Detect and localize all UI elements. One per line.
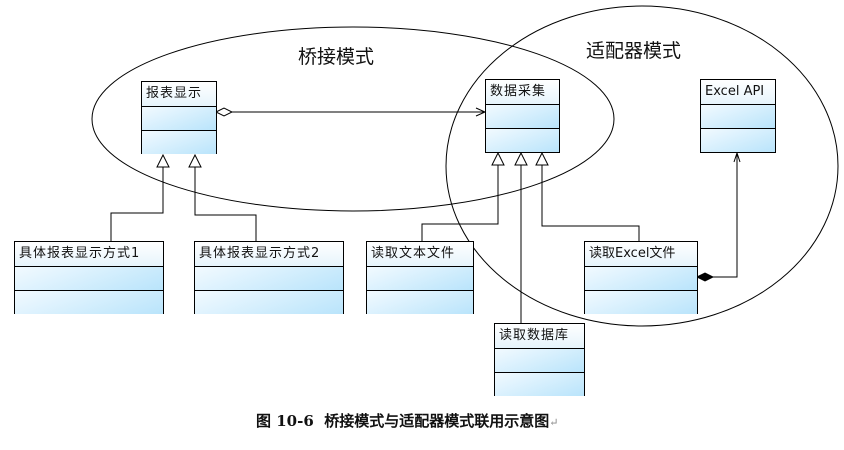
bridge-pattern-ellipse: [91, 26, 615, 212]
filled-diamond-icon: [695, 272, 715, 282]
hollow-diamond-icon: [214, 107, 234, 117]
attributes-section: [142, 107, 216, 131]
hollow-triangle-icon: [535, 151, 549, 166]
composition-relation: [695, 151, 741, 282]
class-report-impl-2[interactable]: 具体报表显示方式2: [194, 241, 344, 314]
operations-section: [195, 291, 343, 314]
class-name: Excel API: [701, 80, 775, 105]
attributes-section: [367, 267, 473, 291]
class-name: 读取文本文件: [367, 242, 473, 267]
hollow-triangle-icon: [188, 153, 202, 168]
class-read-excel-file[interactable]: 读取Excel文件: [584, 241, 698, 314]
attributes-section: [15, 267, 163, 291]
class-name: 数据采集: [486, 80, 559, 105]
class-report-impl-1[interactable]: 具体报表显示方式1: [14, 241, 164, 314]
hollow-triangle-icon: [514, 151, 528, 166]
class-read-text-file[interactable]: 读取文本文件: [366, 241, 474, 314]
open-arrowhead-icon: [733, 151, 741, 163]
class-report-display[interactable]: 报表显示: [141, 81, 217, 154]
class-name: 读取Excel文件: [585, 242, 697, 267]
generalization-impl1: [110, 153, 170, 241]
operations-section: [15, 291, 163, 314]
adapter-pattern-ellipse: [445, 5, 839, 327]
attributes-section: [486, 105, 559, 129]
figure-caption: 图 10-6 桥接模式与适配器模式联用示意图↵: [256, 410, 558, 431]
class-name: 具体报表显示方式2: [195, 242, 343, 267]
class-name: 具体报表显示方式1: [15, 242, 163, 267]
hollow-triangle-icon: [156, 153, 170, 168]
attributes-section: [495, 349, 584, 373]
attributes-section: [195, 267, 343, 291]
class-name: 读取数据库: [495, 324, 584, 349]
operations-section: [701, 129, 775, 152]
operations-section: [585, 291, 697, 314]
attributes-section: [701, 105, 775, 129]
bridge-pattern-label: 桥接模式: [298, 46, 375, 68]
generalization-read-database: [514, 151, 528, 323]
attributes-section: [585, 267, 697, 291]
generalization-read-excel: [535, 151, 640, 241]
generalization-read-text: [421, 151, 505, 241]
operations-section: [142, 131, 216, 154]
class-excel-api[interactable]: Excel API: [700, 79, 776, 153]
class-read-database[interactable]: 读取数据库: [494, 323, 585, 396]
operations-section: [495, 373, 584, 396]
operations-section: [367, 291, 473, 314]
generalization-impl2: [188, 153, 257, 241]
return-mark-icon: ↵: [549, 416, 559, 429]
hollow-triangle-icon: [491, 151, 505, 166]
operations-section: [486, 129, 559, 152]
aggregation-relation: [214, 107, 487, 117]
class-data-collection[interactable]: 数据采集: [485, 79, 560, 153]
caption-text: 图 10-6 桥接模式与适配器模式联用示意图: [256, 412, 550, 430]
adapter-pattern-label: 适配器模式: [586, 40, 682, 62]
class-name: 报表显示: [142, 82, 216, 107]
